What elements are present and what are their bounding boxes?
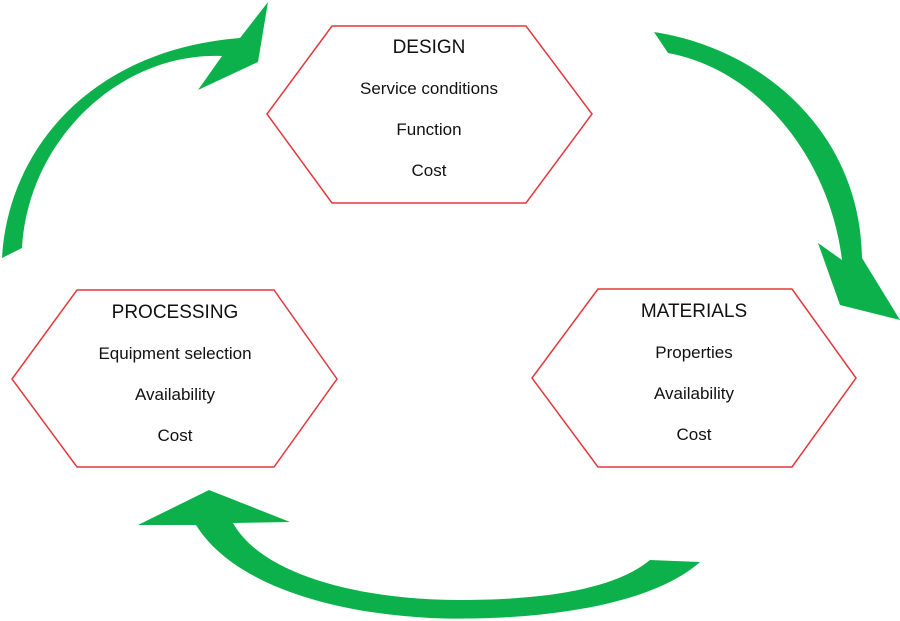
design-title: DESIGN bbox=[392, 37, 466, 58]
design-hexagon bbox=[266, 25, 593, 204]
design-item: Cost bbox=[411, 161, 447, 180]
design-node: DESIGN Service conditions Function Cost bbox=[300, 37, 558, 181]
processing-item: Availability bbox=[134, 385, 215, 404]
arrow-materials-to-processing bbox=[138, 490, 700, 619]
design-item: Service conditions bbox=[360, 79, 498, 98]
processing-hexagon bbox=[11, 289, 338, 468]
materials-title: MATERIALS bbox=[640, 301, 748, 322]
processing-item: Cost bbox=[157, 426, 193, 445]
processing-node: PROCESSING Equipment selection Availabil… bbox=[44, 302, 306, 446]
materials-item: Availability bbox=[653, 384, 734, 403]
materials-node: MATERIALS Properties Availability Cost bbox=[564, 301, 824, 445]
materials-item: Cost bbox=[676, 425, 712, 444]
processing-item: Equipment selection bbox=[98, 344, 252, 363]
design-item: Function bbox=[396, 120, 462, 139]
materials-item: Properties bbox=[655, 343, 733, 362]
materials-hexagon bbox=[531, 288, 857, 468]
arrow-design-to-materials bbox=[654, 32, 900, 320]
processing-title: PROCESSING bbox=[111, 302, 239, 323]
arrow-processing-to-design bbox=[2, 2, 268, 258]
